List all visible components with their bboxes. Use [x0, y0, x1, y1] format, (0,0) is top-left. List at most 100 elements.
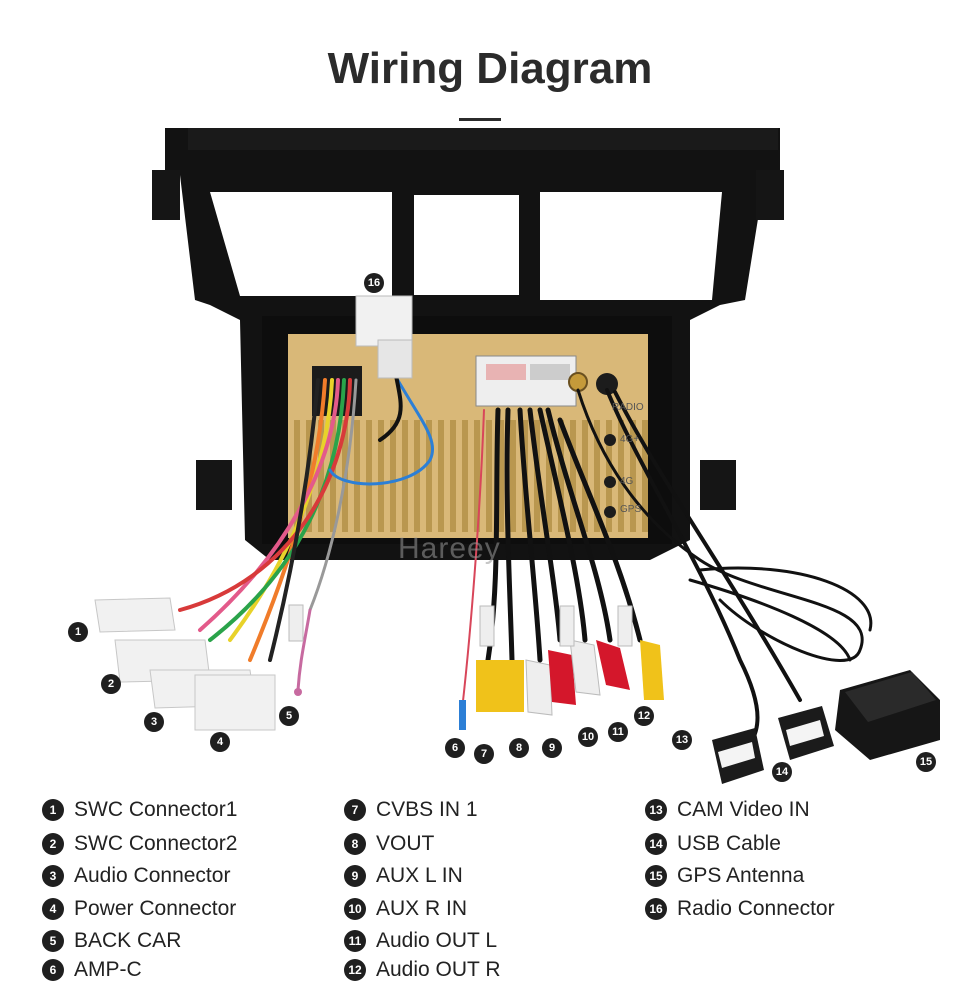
legend-number: 8 [344, 833, 366, 855]
cooling-fin [594, 420, 600, 532]
4g-port-label: 4G [620, 476, 634, 487]
cooling-fin [474, 420, 480, 532]
usb-connectors [712, 706, 834, 784]
legend-item: 6 AMP-C [42, 957, 142, 983]
legend-number: 16 [645, 898, 667, 920]
legend-item: 3 Audio Connector [42, 863, 230, 889]
callout-12: 12 [634, 706, 654, 726]
legend-label: BACK CAR [74, 929, 182, 952]
callout-11: 11 [608, 722, 628, 742]
legend-item: 1 SWC Connector1 [42, 797, 237, 823]
cooling-fin [618, 420, 624, 532]
4g-plus-port-label: 4G+ [620, 434, 640, 445]
cooling-fin [558, 420, 564, 532]
legend-number: 15 [645, 865, 667, 887]
cooling-fin [402, 420, 408, 532]
cooling-fin [570, 420, 576, 532]
cooling-fin [366, 420, 372, 532]
page-title: Wiring Diagram [327, 44, 653, 93]
legend-item: 16 Radio Connector [645, 896, 835, 922]
cooling-fin [462, 420, 468, 532]
cooling-fin [582, 420, 588, 532]
legend-label: Audio Connector [74, 864, 231, 887]
callout-4: 4 [210, 732, 230, 752]
cooling-fin [642, 420, 648, 532]
watermark: Hareey [398, 532, 501, 565]
cooling-fin [414, 420, 420, 532]
callout-7: 7 [474, 744, 494, 764]
cooling-fin [486, 420, 492, 532]
legend-label: AMP-C [74, 958, 142, 981]
legend-label: SWC Connector1 [74, 798, 238, 821]
cooling-fin [450, 420, 456, 532]
rca-plugs [459, 605, 664, 730]
legend-number: 9 [344, 865, 366, 887]
callout-13: 13 [672, 730, 692, 750]
cooling-fin [306, 420, 312, 532]
cooling-fin [510, 420, 516, 532]
callout-16: 16 [364, 273, 384, 293]
legend-label: GPS Antenna [677, 864, 805, 887]
legend-item: 13 CAM Video IN [645, 797, 810, 823]
callout-6: 6 [445, 738, 465, 758]
legend-label: USB Cable [677, 832, 781, 855]
radio-port-label: RADIO [612, 402, 644, 413]
wiring-harness [178, 368, 873, 762]
legend-item: 5 BACK CAR [42, 928, 181, 954]
legend-item: 14 USB Cable [645, 831, 781, 857]
callout-15: 15 [916, 752, 936, 772]
legend-number: 6 [42, 959, 64, 981]
swc-and-power-connectors [94, 597, 304, 731]
legend-number: 12 [344, 959, 366, 981]
legend-label: Radio Connector [677, 897, 835, 920]
legend-label: Audio OUT R [376, 958, 501, 981]
legend-label: AUX L IN [376, 864, 463, 887]
cooling-fin [378, 420, 384, 532]
legend-item: 10 AUX R IN [344, 896, 467, 922]
legend-label: CAM Video IN [677, 798, 810, 821]
callout-8: 8 [509, 738, 529, 758]
legend-number: 11 [344, 930, 366, 952]
callout-10: 10 [578, 727, 598, 747]
legend-number: 10 [344, 898, 366, 920]
callout-2: 2 [101, 674, 121, 694]
cooling-fin [390, 420, 396, 532]
legend-label: Audio OUT L [376, 929, 498, 952]
gps-port-label: GPS [620, 504, 642, 515]
legend-number: 5 [42, 930, 64, 952]
callout-3: 3 [144, 712, 164, 732]
legend-number: 1 [42, 799, 64, 821]
title-underline [459, 118, 501, 121]
legend-label: SWC Connector2 [74, 832, 238, 855]
legend-number: 13 [645, 799, 667, 821]
legend-label: CVBS IN 1 [376, 798, 478, 821]
radio-connector-16 [355, 295, 413, 379]
cooling-fin [426, 420, 432, 532]
legend-label: AUX R IN [376, 897, 468, 920]
callout-14: 14 [772, 762, 792, 782]
legend-item: 9 AUX L IN [344, 863, 463, 889]
legend-label: VOUT [376, 832, 435, 855]
legend-item: 2 SWC Connector2 [42, 831, 237, 857]
cooling-fin [546, 420, 552, 532]
cooling-fin [354, 420, 360, 532]
callout-1: 1 [68, 622, 88, 642]
gps-antenna [835, 670, 940, 760]
legend-item: 15 GPS Antenna [645, 863, 804, 889]
legend-item: 8 VOUT [344, 831, 434, 857]
cooling-fin [498, 420, 504, 532]
cooling-fin [630, 420, 636, 532]
legend-item: 7 CVBS IN 1 [344, 797, 478, 823]
cooling-fin [318, 420, 324, 532]
cooling-fin [438, 420, 444, 532]
cooling-fin [606, 420, 612, 532]
cooling-fin [294, 420, 300, 532]
callout-5: 5 [279, 706, 299, 726]
legend-number: 2 [42, 833, 64, 855]
callout-9: 9 [542, 738, 562, 758]
legend-number: 3 [42, 865, 64, 887]
legend-number: 7 [344, 799, 366, 821]
legend-number: 14 [645, 833, 667, 855]
